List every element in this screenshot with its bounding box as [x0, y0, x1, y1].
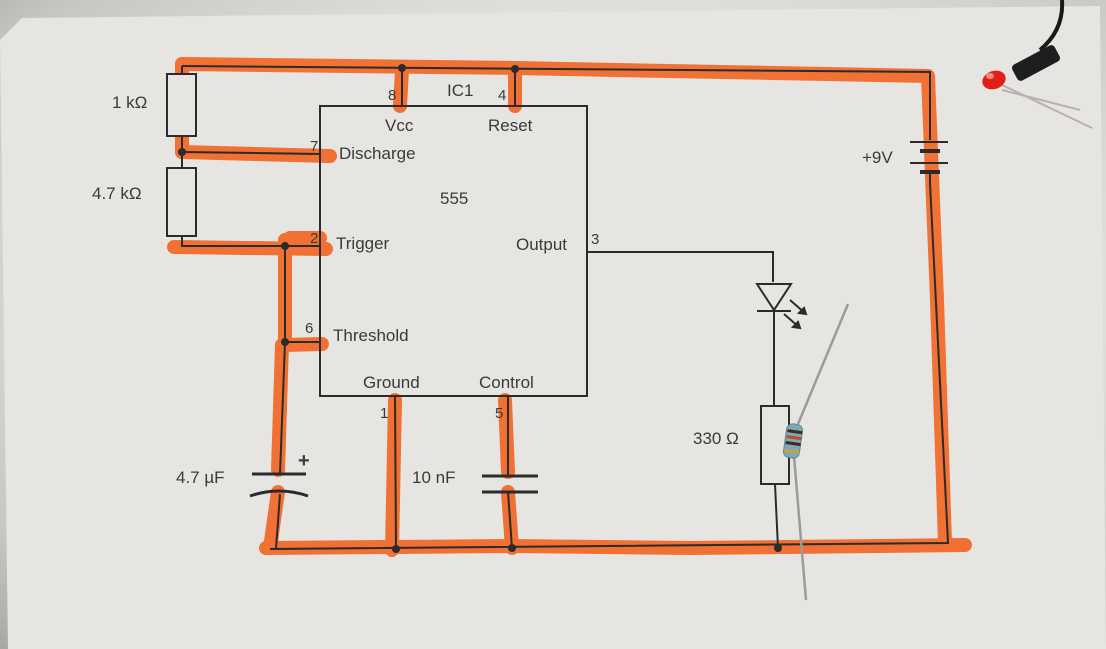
junction-dot [281, 338, 289, 346]
pin-number-trigger: 2 [310, 230, 318, 247]
pin-label-control: Control [479, 373, 534, 392]
junctions [178, 64, 782, 553]
junction-dot [281, 242, 289, 250]
r1-value-label: 1 kΩ [112, 93, 147, 112]
pin-number-output: 3 [591, 231, 599, 248]
capacitor-10n [482, 474, 538, 494]
pin-label-vcc: Vcc [385, 116, 414, 135]
junction-dot [398, 64, 406, 72]
battery-voltage-label: +9V [862, 148, 893, 167]
wire-cap-bottom [275, 493, 281, 550]
pin-label-ground: Ground [363, 373, 420, 392]
pin-number-discharge: 7 [310, 138, 318, 155]
wire-resistor-ground [774, 483, 779, 549]
junction-dot [508, 544, 516, 552]
junction-dot [178, 148, 186, 156]
wire-ground [394, 395, 397, 550]
highlight-cap-top [271, 338, 289, 477]
wire-control-cap [507, 491, 513, 549]
r3-value-label: 330 Ω [693, 429, 739, 448]
highlight-trigger [167, 240, 333, 256]
junction-dot [774, 544, 782, 552]
c1-value-label: 4.7 µF [176, 468, 225, 487]
ic-555-body [319, 105, 588, 397]
wire-output [587, 251, 774, 282]
pin-number-vcc: 8 [388, 87, 396, 104]
junction-dot [392, 545, 400, 553]
junction-dot [511, 65, 519, 73]
ic-type-label: 555 [440, 189, 468, 208]
pin-label-discharge: Discharge [339, 144, 416, 163]
ic-name-label: IC1 [447, 81, 473, 100]
physical-led-photo [982, 0, 1093, 129]
led-diode-symbol [755, 283, 808, 330]
c1-polarity-label: + [298, 450, 310, 472]
wire-trigger [181, 236, 320, 247]
pin-number-ground: 1 [380, 405, 388, 422]
pin-label-reset: Reset [488, 116, 533, 135]
pin-number-reset: 4 [498, 87, 506, 104]
wire-positive [181, 65, 931, 140]
wire-return [269, 182, 950, 550]
c2-value-label: 10 nF [412, 468, 455, 487]
physical-resistor-photo [782, 303, 850, 601]
wires [181, 65, 950, 550]
battery-symbol [910, 141, 948, 183]
pin-number-threshold: 6 [305, 320, 313, 337]
capacitor-4u7 [249, 472, 309, 498]
r2-value-label: 4.7 kΩ [92, 184, 142, 203]
pin-label-output: Output [516, 235, 567, 254]
wire-discharge [181, 151, 321, 155]
pin-number-control: 5 [495, 405, 503, 422]
resistor-1k [166, 73, 197, 137]
pin-label-trigger: Trigger [336, 234, 390, 253]
wire-cap-top [279, 341, 286, 475]
pin-label-threshold: Threshold [333, 326, 409, 345]
highlight-cap-bottom [263, 485, 285, 555]
resistor-4k7 [166, 167, 197, 237]
